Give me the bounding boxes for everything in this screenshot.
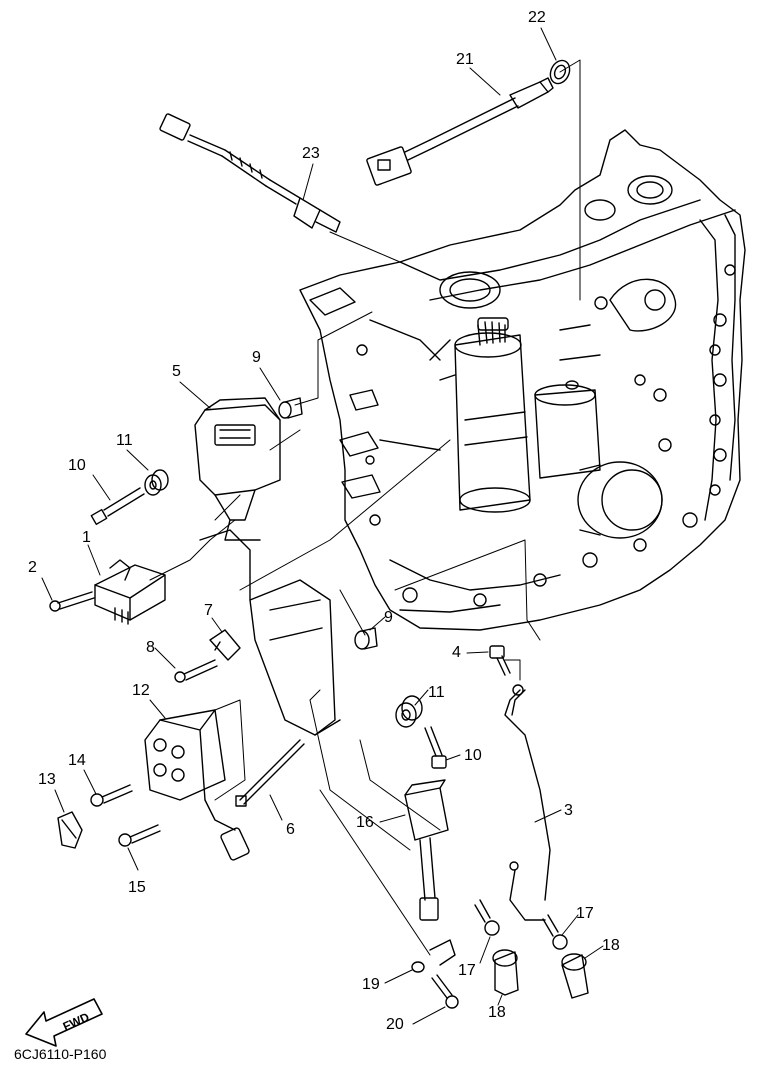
callout-10-left: 10 <box>68 457 86 474</box>
part-17-screw-left <box>474 899 500 936</box>
part-9-collar-top <box>278 397 303 419</box>
callout-7: 7 <box>204 602 213 619</box>
callout-13: 13 <box>38 771 56 788</box>
part-12-rectifier <box>144 709 250 861</box>
part-8-screw <box>174 659 218 683</box>
part-10-bolt-lower <box>424 726 447 769</box>
part-18-cap-right <box>561 953 589 999</box>
callout-1: 1 <box>82 529 91 546</box>
part-9-collar-lower <box>354 627 378 650</box>
part-17-screw-right <box>542 914 568 950</box>
part-18-cap-left <box>492 949 519 996</box>
part-1-relay <box>94 559 166 625</box>
part-21-sensor-cable <box>366 77 554 186</box>
callout-11-left: 11 <box>116 432 133 449</box>
callout-22: 22 <box>528 9 546 26</box>
callout-4: 4 <box>452 644 461 661</box>
part-16-coil <box>404 779 449 921</box>
callout-21: 21 <box>456 51 474 68</box>
callout-12: 12 <box>132 682 150 699</box>
part-20-bolt <box>431 974 459 1009</box>
callout-leaders <box>41 27 604 1025</box>
callout-17-left: 17 <box>458 962 476 979</box>
callout-19: 19 <box>362 976 380 993</box>
fwd-arrow-icon: FWD <box>25 998 103 1047</box>
part-11-grommet-lower <box>395 695 423 728</box>
part-6-cable-tie <box>235 739 305 807</box>
callout-17-right: 17 <box>576 905 594 922</box>
lower-bracket <box>199 529 341 736</box>
callout-14: 14 <box>68 752 86 769</box>
part-3-wire <box>504 684 551 921</box>
part-14-bolt <box>90 784 133 807</box>
part-4-bolt <box>489 645 511 676</box>
callout-8: 8 <box>146 639 155 656</box>
part-22-o-ring <box>549 59 571 85</box>
callout-23: 23 <box>302 145 320 162</box>
part-2-screw <box>49 591 95 612</box>
engine-block <box>299 129 746 631</box>
part-23-temp-sensor <box>159 113 341 233</box>
part-13-cap <box>57 811 83 849</box>
part-5-bracket <box>194 397 281 541</box>
callout-16: 16 <box>356 814 374 831</box>
callout-18-left: 18 <box>488 1004 506 1021</box>
callout-10-lower: 10 <box>464 747 482 764</box>
callout-6: 6 <box>286 821 295 838</box>
callout-2: 2 <box>28 559 37 576</box>
part-7-clip <box>209 629 241 661</box>
part-15-bolt <box>118 824 161 847</box>
callout-5: 5 <box>172 363 181 380</box>
callout-11-lower: 11 <box>428 684 445 701</box>
callout-3: 3 <box>564 802 573 819</box>
callout-9-top: 9 <box>252 349 261 366</box>
callout-20: 20 <box>386 1016 404 1033</box>
part-10-bolt-left <box>90 487 145 526</box>
reference-lines <box>149 59 581 956</box>
part-code: 6CJ6110-P160 <box>14 1046 107 1062</box>
part-19-washer <box>411 939 456 973</box>
part-11-grommet-left <box>144 469 169 496</box>
callout-9-lower: 9 <box>384 609 393 626</box>
callout-15: 15 <box>128 879 146 896</box>
callout-18-right: 18 <box>602 937 620 954</box>
